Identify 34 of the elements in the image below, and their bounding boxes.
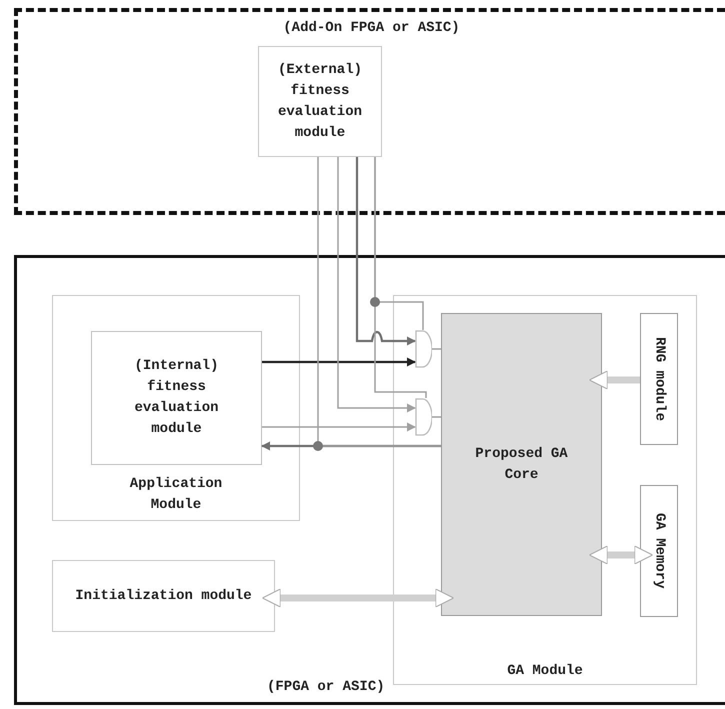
module-box — [640, 313, 678, 445]
bus-arrow — [262, 588, 454, 608]
module-label: GA Module — [507, 662, 583, 681]
module-box — [393, 295, 697, 685]
module-label: Proposed GA Core — [474, 444, 569, 484]
signal-line — [374, 157, 427, 398]
add-on-region — [14, 8, 725, 215]
module-box — [91, 331, 262, 465]
module-label: (External) fitness evaluation module — [276, 60, 363, 142]
signal-line — [356, 157, 416, 346]
bus-arrow — [588, 370, 640, 390]
module-label: (Add-On FPGA or ASIC) — [283, 19, 460, 38]
module-label: Application Module — [128, 475, 224, 515]
signal-line — [261, 442, 441, 450]
logic-gate — [415, 330, 432, 368]
signal-line — [337, 157, 416, 412]
bus-arrow — [588, 545, 654, 565]
module-box — [52, 560, 275, 632]
signal-line — [432, 416, 441, 418]
module-box — [258, 46, 382, 157]
core-box — [441, 313, 602, 616]
signal-line — [262, 422, 416, 432]
chip-region — [14, 255, 725, 705]
vertical-label: RNG module — [650, 336, 668, 421]
vertical-label: GA Memory — [650, 513, 668, 589]
module-box — [52, 295, 300, 521]
module-box — [640, 485, 678, 617]
module-label: Initialization module — [75, 586, 252, 606]
module-label: (FPGA or ASIC) — [267, 678, 385, 697]
logic-gate — [415, 398, 432, 436]
signal-line — [432, 348, 441, 350]
module-label: (Internal) fitness evaluation module — [133, 357, 220, 439]
signal-line — [317, 157, 441, 447]
signal-line — [262, 358, 416, 366]
